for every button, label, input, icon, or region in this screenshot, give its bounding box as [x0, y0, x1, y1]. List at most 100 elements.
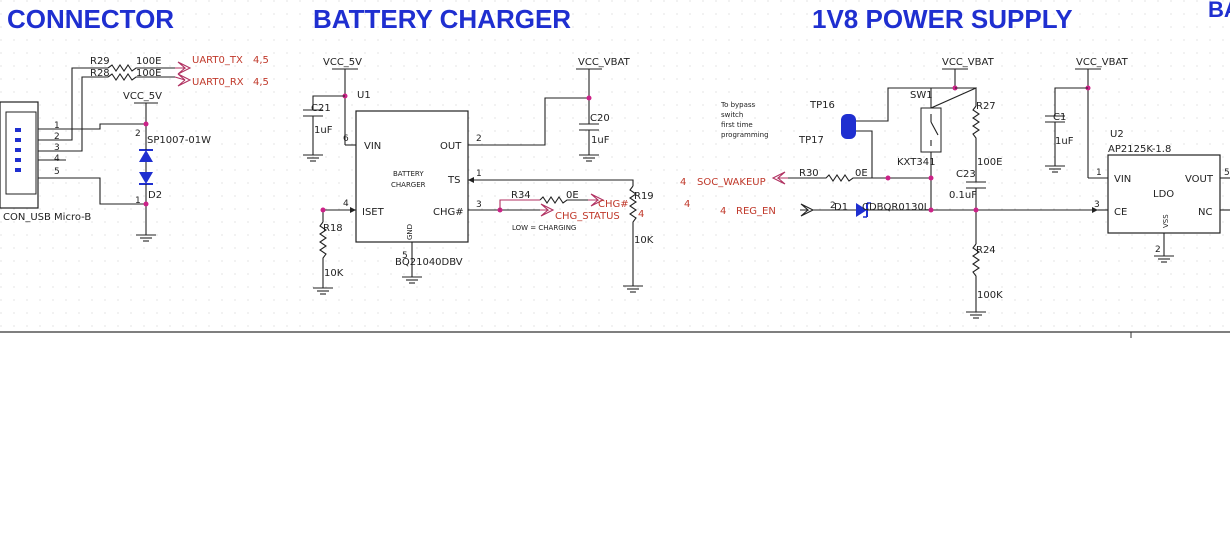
uart-tx-sheets: 4,5: [253, 55, 269, 66]
uart-rx-sheets: 4,5: [253, 77, 269, 88]
chg-status-sheet: 4: [638, 209, 644, 220]
r30-ref: R30: [799, 168, 819, 179]
sw1-part: KXT341: [897, 157, 935, 168]
ground-symbol-u1: [402, 276, 422, 284]
r28-ref: R28: [90, 68, 110, 79]
note-line-1: To bypass: [720, 101, 756, 109]
soc-wakeup-net: SOC_WAKEUP: [697, 177, 766, 188]
u2-pin-num-vss: 2: [1155, 245, 1161, 255]
r24-ref: R24: [976, 245, 996, 256]
reg-en-sheet: 4: [720, 206, 726, 217]
u1-pin-chg: CHG#: [433, 207, 464, 218]
usb-pin-2: 2: [54, 132, 60, 142]
ldo-regulator-u2[interactable]: [1107, 154, 1221, 234]
ground-symbol-connector: [136, 234, 156, 242]
u2-pin-nc: NC: [1198, 207, 1212, 218]
note-line-2: switch: [721, 111, 743, 119]
stray-sheet-ref: 4: [684, 199, 690, 210]
chg-status-net: CHG_STATUS: [555, 211, 620, 222]
capacitor-c21[interactable]: [303, 109, 323, 155]
d2-ref: D2: [148, 190, 162, 201]
usb-pin-4: 4: [54, 154, 60, 164]
usb-connector-symbol[interactable]: [0, 101, 39, 209]
r27-value: 100E: [977, 157, 1002, 168]
u1-chip-text-2: CHARGER: [391, 181, 426, 189]
connector-vcc-label: VCC_5V: [123, 91, 162, 102]
ground-symbol-r24: [966, 311, 986, 319]
soc-wakeup-sheet: 4: [680, 177, 686, 188]
ground-symbol-r18: [313, 287, 333, 295]
u1-pin-vin: VIN: [364, 141, 381, 152]
capacitor-c23[interactable]: [966, 181, 986, 244]
usb-connector-label: CON_USB Micro-B: [3, 212, 91, 223]
r27-resistor[interactable]: [972, 105, 980, 182]
r34-resistor[interactable]: [539, 196, 588, 204]
r28-resistor[interactable]: [107, 73, 175, 81]
r34-ref: R34: [511, 190, 531, 201]
tvs-part-label: SP1007-01W: [147, 135, 211, 146]
ground-symbol-u2: [1154, 255, 1174, 263]
r28-value: 100E: [136, 68, 161, 79]
tp16-label: TP16: [809, 100, 835, 111]
d1-ref: D1: [834, 202, 848, 213]
r30-resistor[interactable]: [788, 174, 872, 182]
usb-pin-5: 5: [54, 167, 60, 177]
ground-symbol-c20: [579, 154, 599, 162]
u1-ref: U1: [357, 90, 371, 101]
u2-ref: U2: [1110, 129, 1124, 140]
r27-ref: R27: [976, 101, 996, 112]
u2-pin-vss: VSS: [1162, 214, 1170, 228]
r18-resistor[interactable]: [319, 221, 327, 288]
r19-ref: R19: [634, 191, 654, 202]
u2-pin-vout: VOUT: [1185, 174, 1214, 185]
r29-ref: R29: [90, 56, 110, 67]
u2-pin-ce: CE: [1114, 207, 1127, 218]
usb-pin-1: 1: [54, 121, 60, 131]
u2-pin-num-vout: 5: [1224, 168, 1230, 178]
section-title-cut-off: BA: [1208, 0, 1230, 22]
u2-pin-vin: VIN: [1114, 174, 1131, 185]
u2-pin-num-ce: 3: [1094, 200, 1100, 210]
grid-background: [0, 0, 1230, 332]
tvs-diode-d2[interactable]: [139, 126, 153, 235]
r19-value: 10K: [634, 235, 654, 246]
section-title-connector: CONNECTOR: [7, 4, 174, 34]
u1-pin-num-gnd: 5: [402, 251, 408, 261]
u2-pin-num-vin: 1: [1096, 168, 1102, 178]
c1-ref: C1: [1053, 112, 1066, 123]
power-supply-section: To bypass switch first time programming …: [680, 57, 1230, 319]
capacitor-c1[interactable]: [1045, 115, 1065, 166]
uart-rx-net: UART0_RX: [192, 77, 244, 88]
c20-ref: C20: [590, 113, 610, 124]
low-charging-note: LOW = CHARGING: [512, 224, 576, 232]
u2-pin-ldo: LDO: [1153, 189, 1174, 200]
u1-chip-text-1: BATTERY: [393, 170, 424, 178]
r29-resistor[interactable]: [107, 64, 175, 72]
r34-value: 0E: [566, 190, 579, 201]
connector-section: 1 2 3 4 5 CON_USB Micro-B R29 100E R28 1…: [0, 55, 269, 242]
battery-charger-section: VCC_5V U1 C21 1uF 6 VIN OUT TS ISET CHG#…: [303, 57, 654, 295]
test-point-pad[interactable]: [841, 114, 856, 139]
r29-value: 100E: [136, 56, 161, 67]
u1-pin-num-vin: 6: [343, 134, 349, 144]
r24-resistor[interactable]: [972, 243, 980, 312]
c23-ref: C23: [956, 169, 976, 180]
u1-pin-iset: ISET: [362, 207, 385, 218]
note-line-3: first time: [721, 121, 753, 129]
r30-value: 0E: [855, 168, 868, 179]
u1-pin-num-iset: 4: [343, 199, 349, 209]
u1-pin-num-chg: 3: [476, 200, 482, 210]
usb-pin-3: 3: [54, 143, 60, 153]
u1-pin-num-out: 2: [476, 134, 482, 144]
chg-net-label: CHG#: [598, 199, 629, 210]
u2-part: AP2125K-1.8: [1108, 144, 1171, 155]
d1-pin-num: 2: [830, 201, 836, 211]
c21-ref: C21: [311, 103, 331, 114]
charger-ic-u1[interactable]: [355, 110, 469, 243]
capacitor-c20[interactable]: [579, 123, 599, 155]
section-title-1v8-power-supply: 1V8 POWER SUPPLY: [812, 4, 1073, 34]
sw1-ref: SW1: [910, 90, 933, 101]
r19-resistor[interactable]: [629, 185, 637, 286]
ground-symbol-c21: [303, 154, 323, 162]
